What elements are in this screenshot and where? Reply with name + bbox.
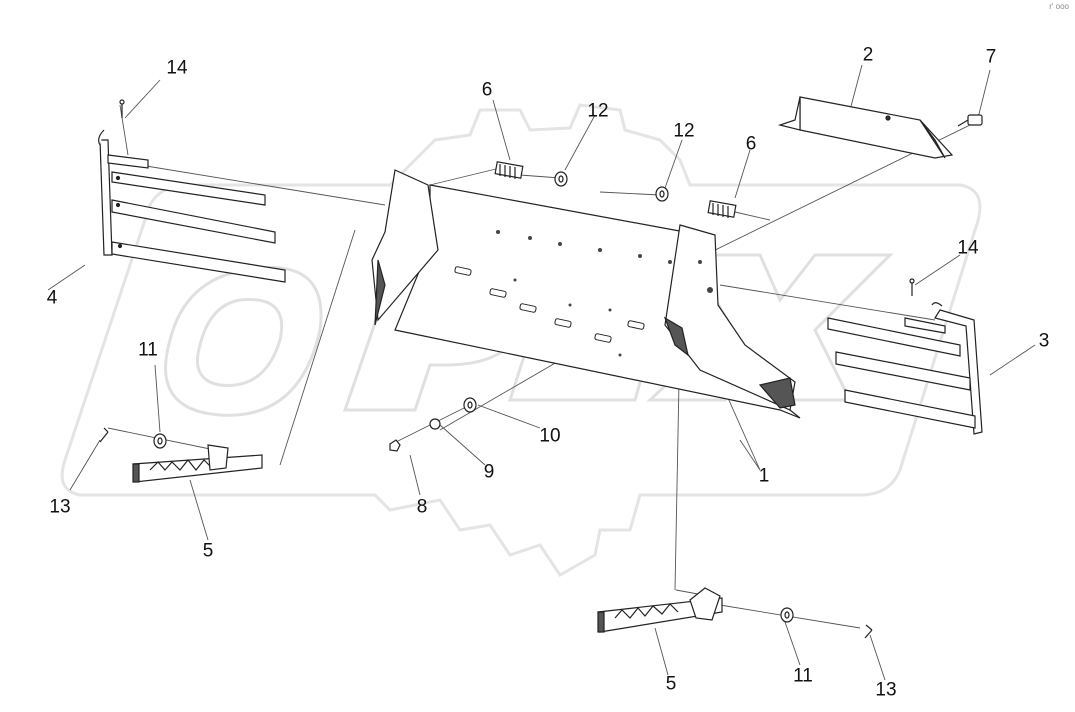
part-12-washer-right	[655, 186, 669, 202]
callout-7: 7	[985, 46, 997, 68]
part-11-washer-left	[153, 433, 167, 449]
part-10-washer	[463, 397, 477, 413]
part-14-pin-right	[909, 278, 915, 296]
part-13-pin-right	[864, 624, 873, 639]
callout-11-right: 11	[793, 665, 813, 687]
callout-5-right: 5	[665, 673, 677, 695]
part-4-left-frame	[98, 129, 286, 283]
corner-mark: r' ooo	[1049, 2, 1069, 11]
callout-10: 10	[539, 425, 561, 447]
callout-3: 3	[1038, 330, 1050, 352]
callout-5-left: 5	[202, 540, 214, 562]
callout-11-left: 11	[138, 339, 158, 361]
part-12-washer-left	[554, 171, 568, 187]
part-8-nut	[389, 439, 401, 452]
callout-14-left: 14	[166, 57, 188, 79]
gear-watermark	[60, 103, 982, 577]
callout-13-right: 13	[875, 679, 897, 701]
callout-4: 4	[46, 287, 58, 309]
callout-6-left: 6	[481, 79, 493, 101]
part-14-pin-left	[119, 99, 125, 118]
part-13-pin-left	[99, 427, 109, 443]
part-3-right-frame	[827, 302, 983, 435]
part-1-deflector-plate	[371, 169, 801, 419]
part-6-spring-right	[707, 200, 737, 218]
part-11-washer-right	[780, 607, 794, 623]
callout-1: 1	[758, 465, 770, 487]
callout-12-right: 12	[673, 120, 695, 142]
callout-13-left: 13	[49, 496, 71, 518]
part-6-spring-left	[494, 161, 524, 179]
callout-6-right: 6	[745, 133, 757, 155]
part-2-bracket	[777, 96, 954, 159]
callout-8: 8	[416, 496, 428, 518]
callout-12-left: 12	[587, 100, 609, 122]
part-5-rail-right	[597, 587, 723, 633]
part-5-rail-left	[132, 444, 263, 483]
part-7-bolt	[957, 114, 983, 127]
part-9-lock-washer	[429, 418, 441, 430]
callout-14-right: 14	[957, 237, 979, 259]
callout-9: 9	[483, 461, 495, 483]
callout-2: 2	[862, 44, 874, 66]
